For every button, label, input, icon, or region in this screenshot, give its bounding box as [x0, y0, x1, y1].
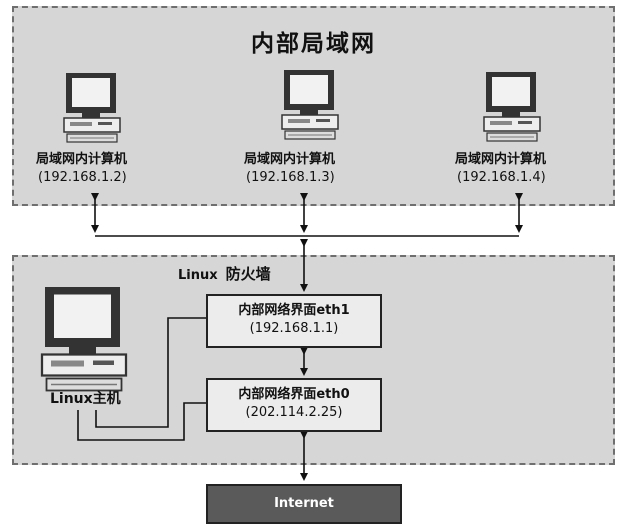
firewall-title-text: 防火墙: [225, 265, 271, 283]
computer-ip: (192.168.1.3): [246, 170, 335, 185]
eth1-interface: 内部网络界面eth1 (192.168.1.1): [206, 294, 382, 348]
eth0-interface: 内部网络界面eth0 (202.114.2.25): [206, 378, 382, 432]
firewall-title-os: Linux: [178, 268, 218, 283]
lan-computer-1: 局域网内计算机 (192.168.1.2): [36, 151, 127, 187]
linux-host-label: Linux主机: [50, 391, 121, 407]
linux-host-icon: [40, 285, 128, 392]
eth0-ip: (202.114.2.25): [245, 405, 343, 420]
firewall-title: Linux 防火墙: [178, 263, 271, 284]
lan-computer-2: 局域网内计算机 (192.168.1.3): [244, 151, 335, 187]
lan-title: 内部局域网: [251, 31, 376, 57]
computer-icon: [483, 71, 541, 142]
computer-label: 局域网内计算机: [455, 152, 547, 167]
eth1-name: 内部网络界面eth1: [238, 303, 350, 318]
lan-computer-3: 局域网内计算机 (192.168.1.4): [455, 151, 546, 187]
computer-ip: (192.168.1.2): [38, 170, 127, 185]
internet-box: Internet: [206, 484, 402, 524]
computer-icon: [281, 69, 339, 140]
computer-label: 局域网内计算机: [244, 152, 336, 167]
eth0-name: 内部网络界面eth0: [238, 387, 350, 402]
computer-ip: (192.168.1.4): [457, 170, 546, 185]
computer-icon: [63, 72, 121, 143]
computer-label: 局域网内计算机: [36, 152, 128, 167]
eth1-ip: (192.168.1.1): [249, 321, 339, 336]
